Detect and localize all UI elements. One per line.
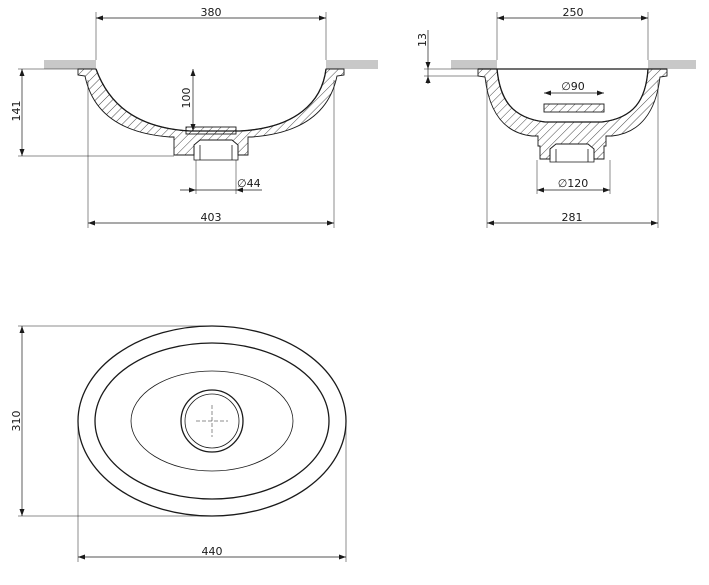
dim-top-width: 440 xyxy=(202,545,223,558)
dim-front-top-width: 380 xyxy=(201,6,222,19)
dim-front-outer-width: 403 xyxy=(201,211,222,224)
front-countertop-left xyxy=(44,60,96,69)
side-countertop-right xyxy=(648,60,696,69)
top-bowl-floor xyxy=(130,370,294,472)
side-drain-outlet xyxy=(549,149,595,163)
top-view: 310 440 xyxy=(10,325,347,562)
side-strainer xyxy=(543,103,605,113)
top-drain-outer xyxy=(180,389,244,453)
dim-front-height: 141 xyxy=(10,101,23,122)
top-inner-rim xyxy=(94,342,330,500)
front-countertop-right xyxy=(326,60,378,69)
dim-side-top-width: 250 xyxy=(563,6,584,19)
front-drain-strainer xyxy=(185,126,237,135)
front-drain-outlet xyxy=(193,145,239,161)
dim-front-depth: 100 xyxy=(180,88,193,109)
dim-side-outer-width: 281 xyxy=(562,211,583,224)
dim-side-base: ∅120 xyxy=(558,177,589,190)
side-bowl-inner xyxy=(496,68,649,123)
dim-front-drain: ∅44 xyxy=(237,177,261,190)
side-view: 250 13 ∅90 ∅120 281 xyxy=(416,6,696,228)
front-basin-wall xyxy=(77,68,345,156)
side-countertop-left xyxy=(451,60,497,69)
dim-top-depth: 310 xyxy=(10,411,23,432)
dim-side-rim: 13 xyxy=(416,33,429,47)
top-drain-inner xyxy=(184,393,240,449)
dim-side-strainer: ∅90 xyxy=(561,80,585,93)
front-view: 380 100 141 ∅44 403 xyxy=(10,6,378,228)
